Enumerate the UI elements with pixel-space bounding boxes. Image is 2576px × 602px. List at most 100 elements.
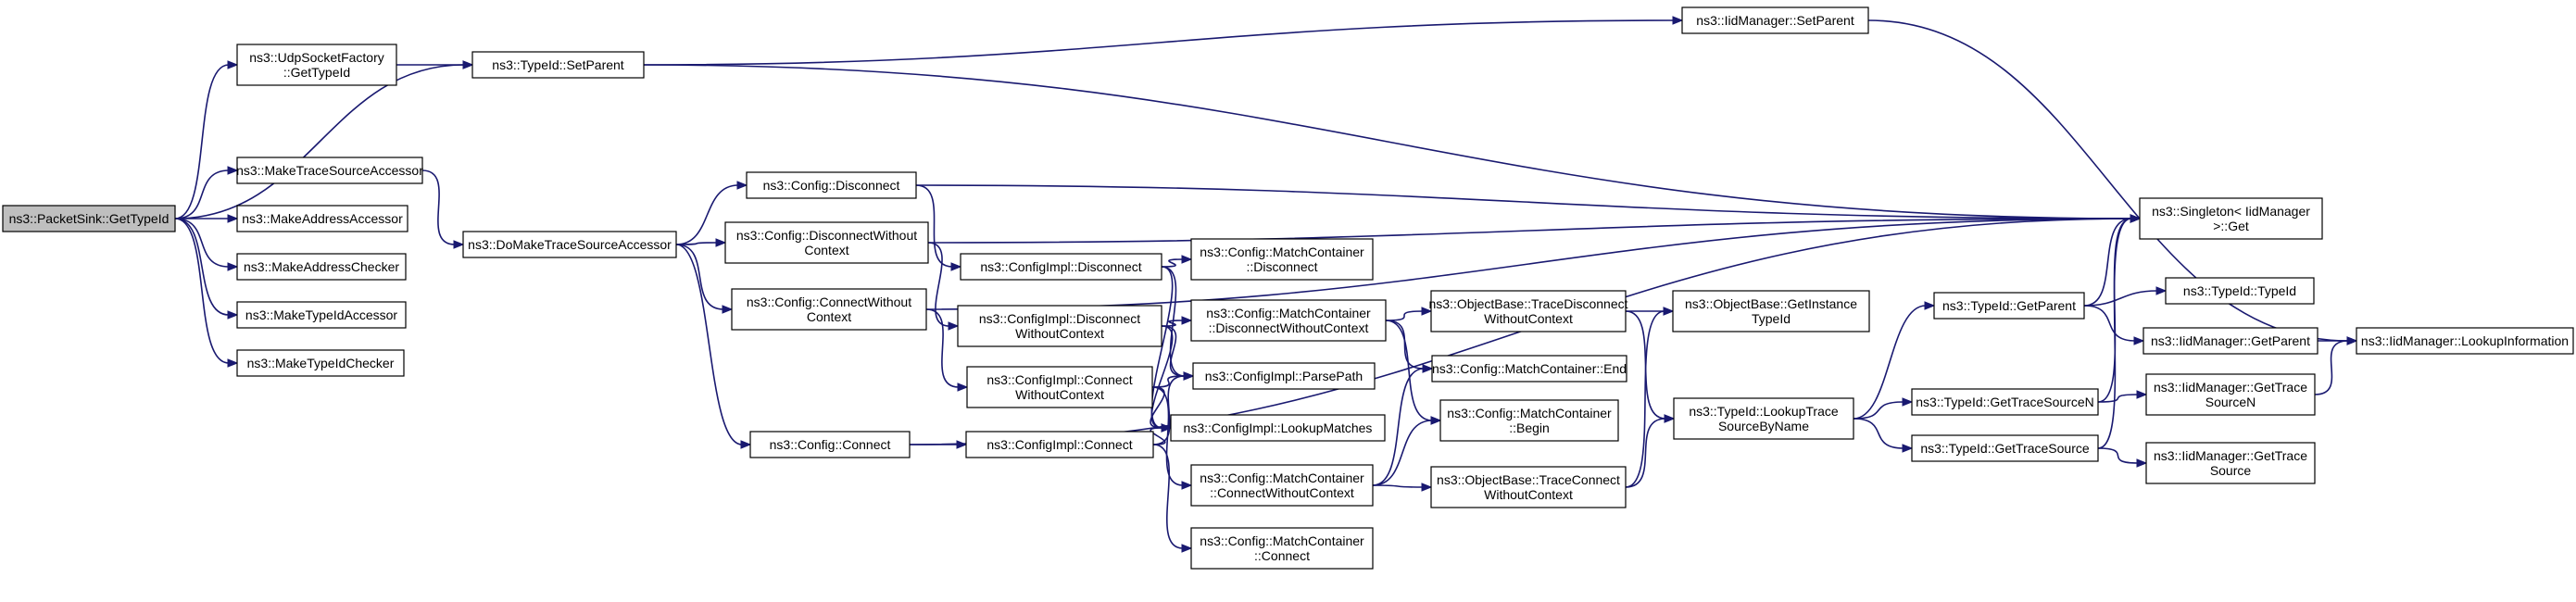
node-label: WithoutContext (1015, 387, 1104, 402)
edge-arrowhead (453, 240, 465, 249)
edge-arrowhead (1181, 544, 1193, 553)
node-layer: ns3::PacketSink::GetTypeId ns3::UdpSocket… (2, 6, 2574, 570)
node-ci_connect[interactable]: ns3::ConfigImpl::Connect (965, 431, 1154, 458)
edge-ps_gettypeid-to-udp_gettypeid (174, 64, 230, 219)
node-box (965, 431, 1154, 458)
edge-tid_getparent-to-singleton_get (2083, 218, 2132, 307)
node-label: Context (807, 309, 851, 324)
node-box (1190, 464, 1374, 507)
node-ob_trace_conn[interactable]: ns3::ObjectBase::TraceConnectWithoutCont… (1430, 466, 1627, 508)
edge-arrowhead (1181, 316, 1193, 325)
node-iid_gts[interactable]: ns3::IidManager::GetTraceSource (2145, 442, 2316, 484)
node-mc_end[interactable]: ns3::Config::MatchContainer::End (1431, 355, 1627, 383)
node-tid_typeid[interactable]: ns3::TypeId::TypeId (2165, 277, 2315, 305)
edge-arrowhead (2155, 286, 2168, 295)
node-iid_setparent[interactable]: ns3::IidManager::SetParent (1681, 6, 1869, 34)
node-cfg_disc_wo[interactable]: ns3::Config::DisconnectWithoutContext (724, 221, 929, 264)
node-ob_trace_disc[interactable]: ns3::ObjectBase::TraceDisconnectWithoutC… (1428, 290, 1628, 332)
node-box (236, 253, 407, 281)
edge-arrowhead (1183, 371, 1195, 381)
node-label: ::DisconnectWithoutContext (1209, 320, 1369, 335)
node-label: ns3::ConfigImpl::Connect (986, 437, 1132, 452)
node-ci_disconnect[interactable]: ns3::ConfigImpl::Disconnect (960, 253, 1162, 281)
node-box (960, 253, 1162, 281)
edge-arrowhead (1663, 307, 1675, 316)
node-ci_parsepath[interactable]: ns3::ConfigImpl::ParsePath (1192, 362, 1376, 390)
edge-mc_conn_wo-to-mc_end (1372, 368, 1425, 486)
edge-do_make_trace-to-cfg_connect (675, 244, 743, 445)
edge-ci_disc_wo-to-ci_parsepath (1161, 325, 1186, 377)
node-box (236, 44, 397, 86)
node-make_tid_acc[interactable]: ns3::MakeTypeIdAccessor (236, 301, 407, 329)
node-iid_getparent[interactable]: ns3::IidManager::GetParent (2142, 327, 2318, 355)
node-iid_lookupinfo[interactable]: ns3::IidManager::LookupInformation (2356, 327, 2574, 355)
edge-tid_getparent-to-iid_getparent (2083, 305, 2136, 342)
edge-tid_gts-to-singleton_get (2097, 218, 2132, 449)
node-ci_disc_wo[interactable]: ns3::ConfigImpl::DisconnectWithoutContex… (957, 305, 1162, 347)
node-box (1190, 238, 1374, 281)
edge-ob_trace_conn-to-ob_getinst (1625, 310, 1665, 488)
node-make_trace[interactable]: ns3::MakeTraceSourceAccessor (236, 157, 423, 184)
node-make_addr_acc[interactable]: ns3::MakeAddressAccessor (236, 205, 408, 232)
node-box (1170, 414, 1386, 442)
node-tid_setparent[interactable]: ns3::TypeId::SetParent (471, 51, 645, 79)
node-make_addr_chk[interactable]: ns3::MakeAddressChecker (236, 253, 407, 281)
node-box (749, 431, 911, 458)
node-tid_gtsn[interactable]: ns3::TypeId::GetTraceSourceN (1911, 388, 2099, 416)
node-label: ns3::Config::MatchContainer (1447, 406, 1612, 420)
node-label: ns3::Config::MatchContainer (1200, 470, 1364, 485)
edge-arrowhead (1181, 481, 1193, 490)
node-cfg_conn_wo[interactable]: ns3::Config::ConnectWithoutContext (731, 288, 927, 331)
node-make_tid_chk[interactable]: ns3::MakeTypeIdChecker (236, 349, 405, 377)
node-tid_getparent[interactable]: ns3::TypeId::GetParent (1933, 292, 2085, 320)
node-label: ns3::IidManager::GetTrace (2154, 380, 2307, 395)
node-label: ns3::MakeTraceSourceAccessor (236, 163, 423, 178)
edge-tid_lookup-to-tid_getparent (1853, 305, 1927, 420)
node-label: WithoutContext (1484, 311, 1573, 326)
node-box (2139, 197, 2323, 240)
node-label: ns3::MakeTypeIdAccessor (245, 307, 398, 322)
edge-tid_lookup-to-tid_gtsn (1853, 401, 1904, 420)
node-udp_gettypeid[interactable]: ns3::UdpSocketFactory::GetTypeId (236, 44, 397, 86)
node-box (462, 231, 677, 258)
edge-mc_disc_wo-to-ob_trace_disc (1385, 310, 1424, 321)
node-label: ns3::TypeId::GetParent (1942, 298, 2076, 313)
edge-arrowhead (740, 440, 752, 449)
node-tid_gts[interactable]: ns3::TypeId::GetTraceSource (1911, 434, 2099, 462)
edge-arrowhead (1430, 416, 1442, 425)
node-cfg_connect[interactable]: ns3::Config::Connect (749, 431, 911, 458)
node-ps_gettypeid[interactable]: ns3::PacketSink::GetTypeId (2, 205, 176, 232)
node-box (746, 171, 917, 199)
node-iid_gtsn[interactable]: ns3::IidManager::GetTraceSourceN (2145, 373, 2316, 416)
node-box (236, 205, 408, 232)
node-label: ns3::IidManager::GetParent (2151, 333, 2310, 348)
edge-arrowhead (715, 238, 727, 247)
node-ci_lookup[interactable]: ns3::ConfigImpl::LookupMatches (1170, 414, 1386, 442)
edge-iid_gtsn-to-iid_lookupinfo (2314, 340, 2349, 395)
node-label: ns3::DoMakeTraceSourceAccessor (468, 237, 672, 252)
node-mc_begin[interactable]: ns3::Config::MatchContainer::Begin (1439, 399, 1619, 442)
node-box (2145, 442, 2316, 484)
node-box (1911, 434, 2099, 462)
node-mc_disconnect[interactable]: ns3::Config::MatchContainer::Disconnect (1190, 238, 1374, 281)
edge-ps_gettypeid-to-tid_setparent (174, 64, 465, 219)
edge-arrowhead (1902, 397, 1914, 407)
node-cfg_disconnect[interactable]: ns3::Config::Disconnect (746, 171, 917, 199)
node-singleton_get[interactable]: ns3::Singleton< IidManager >::Get (2139, 197, 2323, 240)
node-mc_disc_wo[interactable]: ns3::Config::MatchContainer::DisconnectW… (1190, 299, 1387, 342)
edge-arrowhead (227, 310, 239, 320)
node-label: ns3::ConfigImpl::Disconnect (980, 259, 1141, 274)
node-mc_connect[interactable]: ns3::Config::MatchContainer::Connect (1190, 527, 1374, 570)
node-label: ns3::MakeTypeIdChecker (247, 356, 395, 370)
node-box (1190, 527, 1374, 570)
edge-arrowhead (722, 305, 734, 314)
node-box (731, 288, 927, 331)
node-mc_conn_wo[interactable]: ns3::Config::MatchContainer::ConnectWith… (1190, 464, 1374, 507)
edge-mc_disc_wo-to-mc_end (1385, 320, 1425, 370)
edge-ci_connect-to-mc_connect (1152, 444, 1184, 549)
node-do_make_trace[interactable]: ns3::DoMakeTraceSourceAccessor (462, 231, 677, 258)
node-ci_conn_wo[interactable]: ns3::ConfigImpl::ConnectWithoutContext (966, 366, 1153, 408)
